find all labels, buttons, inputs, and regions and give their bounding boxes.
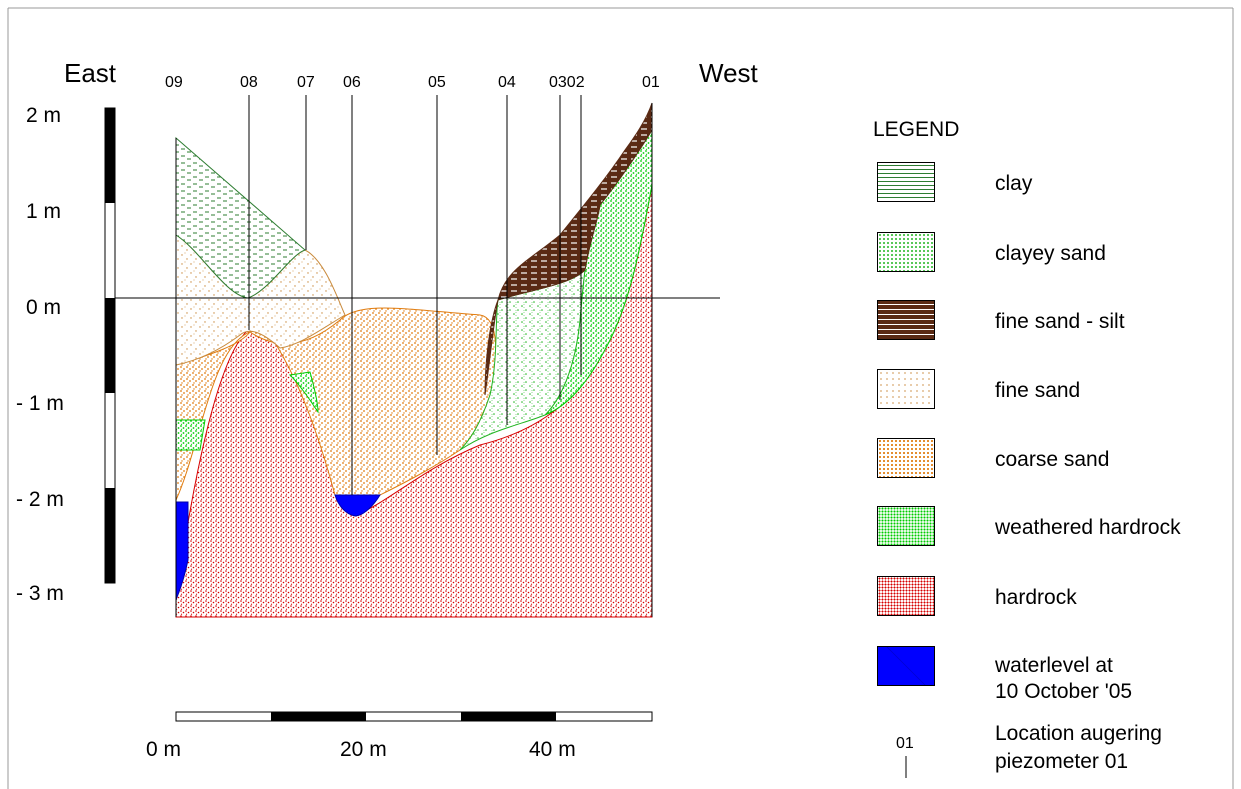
piezometer-code: 05 — [428, 74, 446, 91]
legend-label: piezometer 01 — [995, 750, 1129, 773]
legend-label: fine sand - silt — [995, 310, 1125, 333]
layer-waterlevel — [175, 494, 381, 601]
legend-swatch-clayey-sand — [877, 232, 935, 272]
legend-swatch-hardrock — [877, 576, 935, 616]
legend-label: Location augering — [995, 722, 1162, 745]
piezometer-code: 08 — [240, 74, 258, 91]
legend-swatch-fine-sand — [877, 369, 935, 409]
location-augering-code: 01 — [896, 735, 914, 752]
legend-label: coarse sand — [995, 448, 1110, 471]
vscale-label: 1 m — [26, 200, 62, 223]
hscale-label: 40 m — [529, 738, 576, 761]
legend-swatch-coarse-sand — [877, 438, 935, 478]
legend-label: weathered hardrock — [995, 516, 1181, 539]
vscale-label: - 3 m — [16, 582, 64, 605]
layer-fine-sand-silt — [484, 102, 653, 396]
legend-swatch-fine-sand-silt — [877, 300, 935, 340]
vertical-scale-bar — [104, 107, 116, 584]
legend-swatch-waterlevel — [877, 646, 935, 686]
piezometer-code: 07 — [297, 74, 315, 91]
vscale-label: - 1 m — [16, 392, 64, 415]
piezometer-code: 0302 — [549, 74, 585, 91]
hscale-label: 0 m — [146, 738, 182, 761]
vscale-label: - 2 m — [16, 488, 64, 511]
hscale-label: 20 m — [340, 738, 387, 761]
piezometer-code: 09 — [165, 74, 183, 91]
horizontal-scale-bar — [175, 711, 653, 722]
piezometer-code: 04 — [498, 74, 516, 91]
legend-label: clayey sand — [995, 242, 1106, 265]
legend-label: hardrock — [995, 586, 1077, 609]
heading-west: West — [699, 58, 758, 88]
legend-label: 10 October '05 — [995, 680, 1133, 703]
vscale-label: 2 m — [26, 104, 62, 127]
legend-label: clay — [995, 172, 1033, 195]
legend-label: waterlevel at — [995, 654, 1113, 677]
vscale-label: 0 m — [26, 296, 62, 319]
legend-title: LEGEND — [873, 118, 960, 141]
heading-east: East — [64, 58, 117, 88]
piezometer-code: 06 — [343, 74, 361, 91]
legend-label: fine sand — [995, 379, 1081, 402]
piezometer-code: 01 — [642, 74, 660, 91]
legend-swatch-clay — [877, 162, 935, 202]
legend-swatch-weathered-hardrock — [877, 506, 935, 546]
piezometer-lines — [248, 95, 582, 495]
